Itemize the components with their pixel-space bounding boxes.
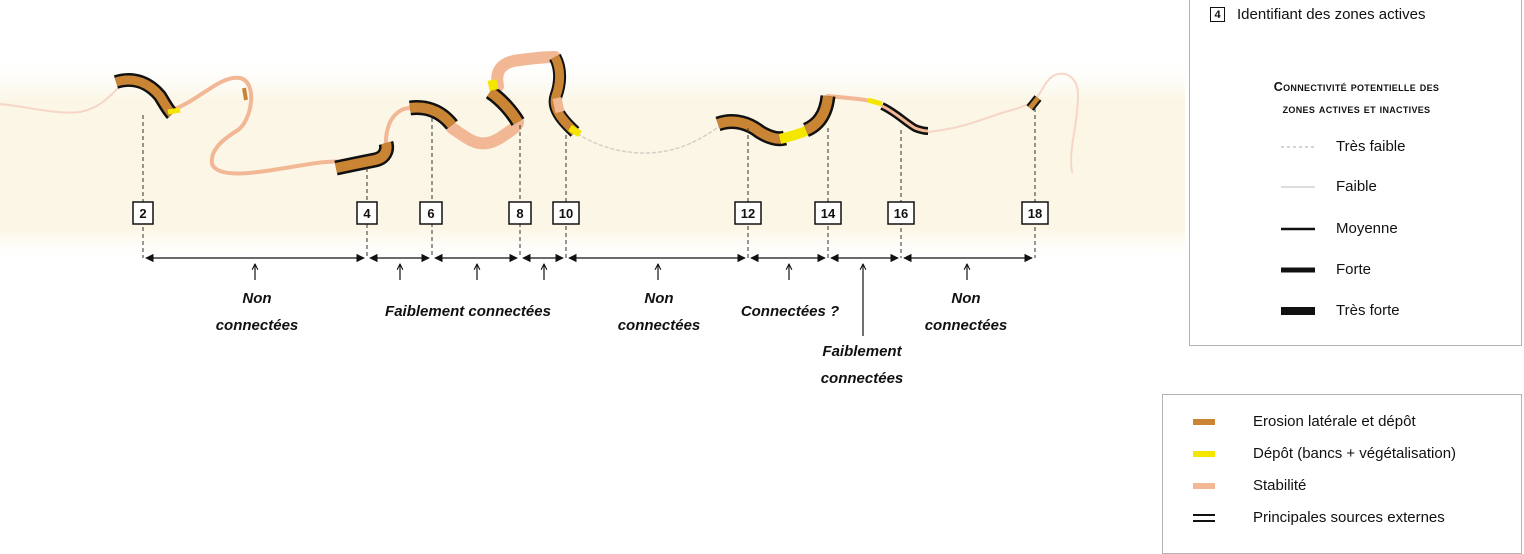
river-faint-sections — [0, 72, 1079, 173]
river-section-downstream — [1034, 72, 1079, 173]
zone-label-box — [419, 201, 443, 225]
zone-label: 18 — [1028, 206, 1042, 221]
very-strong-line-icon — [1281, 306, 1315, 315]
legend-dynamics-item: Principales sources externes — [1193, 509, 1445, 526]
legend-connectivity-item: Forte — [1281, 261, 1371, 278]
legend-connectivity-item: Faible — [1281, 178, 1377, 195]
very-low-line-icon — [1281, 146, 1315, 147]
group-label: connectées — [925, 317, 1008, 334]
stable-reach-2-4 — [170, 75, 347, 176]
group-label: Non — [644, 290, 673, 307]
low-line-icon — [1281, 186, 1315, 187]
zone-10-depot — [568, 124, 582, 138]
group-label: connectées — [618, 317, 701, 334]
group-label: connectées — [821, 370, 904, 387]
stable-reach-6-8 — [446, 116, 524, 150]
legend-connectivity-item: Très forte — [1281, 302, 1400, 319]
legend-item-label: Stabilité — [1253, 477, 1307, 494]
zone-label: 14 — [821, 206, 836, 221]
zone-label-box — [887, 201, 915, 225]
group-label: Non — [242, 290, 271, 307]
legend-title-line: zones actives et inactives — [1282, 102, 1431, 116]
depot-swatch — [1193, 450, 1215, 457]
zone-label-box — [356, 201, 378, 225]
zone-label: 10 — [559, 206, 573, 221]
zone-16-stable — [881, 104, 929, 133]
zone-label-box — [814, 201, 842, 225]
legend-item-label: Très forte — [1336, 302, 1400, 319]
zone-8-erosion — [487, 87, 523, 125]
legend-zone-box: 4 — [1210, 7, 1225, 22]
strong-line-icon — [1281, 267, 1315, 272]
legend-title-line: Connectivité potentielle des — [1273, 80, 1440, 94]
zone-10-stable — [552, 97, 565, 113]
legend-dynamics-item: Erosion latérale et dépôt — [1193, 413, 1416, 430]
zone-8-depot — [487, 79, 499, 91]
legend-dynamics-item: Stabilité — [1193, 477, 1306, 494]
stability-swatch — [1193, 482, 1215, 489]
stable-reach-4-6 — [383, 106, 414, 152]
zone-markers: 2 4 6 8 10 12 14 16 18 — [132, 108, 1049, 258]
zone-14-depot — [867, 97, 883, 107]
river-section-verylow — [577, 125, 721, 154]
zone-label: 4 — [363, 206, 371, 221]
legend-connectivity-item: Très faible — [1281, 138, 1405, 155]
group-label: Faiblement connectées — [385, 303, 551, 320]
legend-connectivity-title: Connectivité potentielle des zones activ… — [1190, 76, 1523, 120]
zone-label: 16 — [894, 206, 908, 221]
legend-item-label: Dépôt (bancs + végétalisation) — [1253, 445, 1457, 462]
legend-item-label: Forte — [1336, 261, 1372, 278]
zone-6-erosion — [409, 102, 456, 129]
legend-zone-label: Identifiant des zones actives — [1237, 6, 1426, 23]
river-section-upstream — [0, 87, 119, 114]
stable-reach-erosion-mark — [242, 87, 248, 101]
group-label: Connectées ? — [741, 303, 839, 320]
zone-label-box — [1021, 201, 1049, 225]
zone-10-erosion — [550, 54, 579, 136]
erosion-swatch — [1193, 418, 1215, 425]
group-label: Non — [951, 290, 980, 307]
zone-label: 6 — [427, 206, 434, 221]
zone-2-depot — [167, 107, 181, 115]
external-source-icon — [1193, 513, 1215, 522]
legend-item-label: Très faible — [1336, 138, 1406, 155]
legend-zone-id-row: 4 Identifiant des zones actives — [1210, 6, 1425, 23]
background-band — [0, 62, 1185, 258]
legend-dynamics-item: Dépôt (bancs + végétalisation) — [1193, 445, 1456, 462]
zone-18-erosion — [1028, 96, 1040, 110]
group-labels: Non connectées Faiblement connectées Non… — [216, 290, 1008, 387]
group-label: Faiblement — [822, 343, 902, 360]
legend-connectivity-item: Moyenne — [1281, 220, 1398, 237]
zone-4-erosion — [334, 141, 392, 173]
legend-item-label: Principales sources externes — [1253, 509, 1445, 526]
river-active-zones — [113, 53, 1042, 176]
zone-14-erosion — [803, 95, 833, 135]
legend-item-label: Moyenne — [1336, 220, 1398, 237]
river-stable-sections — [170, 51, 877, 176]
interval-arrows — [145, 253, 1033, 336]
zone-label-box — [132, 201, 154, 225]
medium-line-icon — [1281, 227, 1315, 230]
legend-connectivity: 4 Identifiant des zones actives Connecti… — [1189, 0, 1522, 346]
zone-12-erosion — [716, 116, 787, 144]
legend-item-label: Faible — [1336, 178, 1377, 195]
zone-label-box — [508, 201, 532, 225]
legend-dynamics: Erosion latérale et dépôt Dépôt (bancs +… — [1162, 394, 1522, 554]
group-label: connectées — [216, 317, 299, 334]
zone-label-box — [734, 201, 762, 225]
legend-item-label: Erosion latérale et dépôt — [1253, 413, 1416, 430]
zone-label: 2 — [139, 206, 146, 221]
stable-reach-8-upper — [491, 51, 561, 92]
zone-label-box — [552, 201, 580, 225]
zone-label: 12 — [741, 206, 755, 221]
zone-label: 8 — [516, 206, 523, 221]
